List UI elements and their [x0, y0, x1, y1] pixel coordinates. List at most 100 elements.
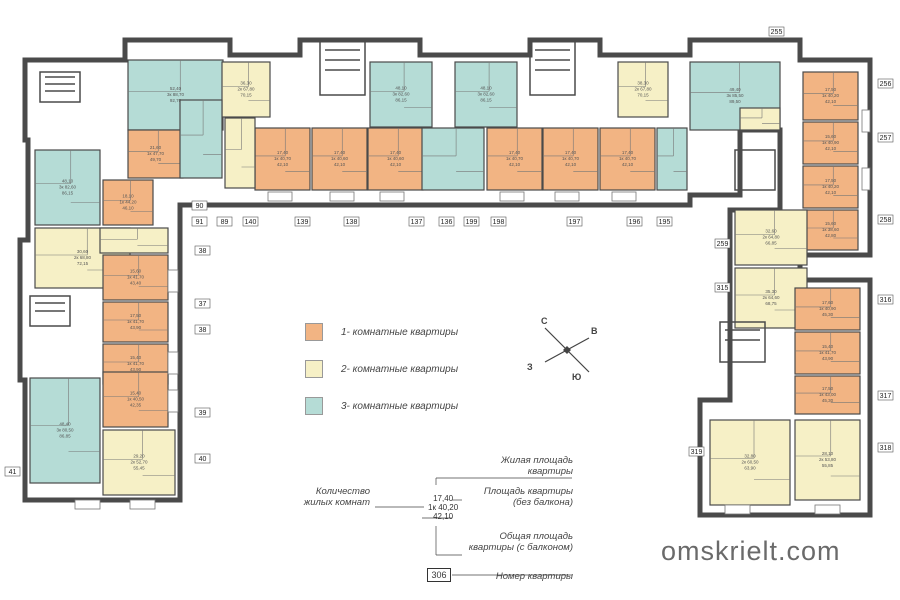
apartment-number-box — [194, 324, 211, 335]
legend-label: 2- комнатные квартиры — [341, 363, 459, 375]
apartment-number-box — [294, 216, 311, 227]
total-area-value: 43,40 — [130, 281, 142, 286]
apartment-number: 90 — [191, 200, 208, 211]
apartment-number: 258 — [877, 214, 894, 225]
room-partition — [795, 420, 860, 477]
apartment-two-room — [99, 227, 169, 254]
living-area-value: 28,10 — [822, 451, 834, 456]
balcony — [814, 504, 841, 515]
apartment-area-value: 1к 40,50 — [127, 397, 144, 402]
apartment-number-box — [438, 216, 455, 227]
balcony — [74, 499, 101, 510]
key-room-count: Количество жилых комнат — [303, 486, 370, 508]
balcony — [861, 109, 871, 133]
apartment-number-label: 195 — [659, 219, 671, 226]
apartment-area-value: 1к 47,70 — [147, 151, 164, 156]
room-partition — [128, 130, 183, 164]
room-partition — [103, 302, 168, 331]
apartment-number-label: 138 — [346, 219, 358, 226]
apartment-area-value: 1к 38,60 — [822, 227, 839, 232]
apartment-two-room — [224, 117, 256, 189]
apartment-area — [542, 127, 599, 191]
apartment-number: 138 — [343, 216, 360, 227]
key-sample-rooms: 1к — [428, 503, 436, 512]
apartment-number: 256 — [877, 78, 894, 89]
apartment-area — [179, 99, 223, 179]
apartment-number-label: 136 — [441, 219, 453, 226]
apartment-number-label: 90 — [196, 203, 204, 210]
apartment-area — [224, 117, 256, 189]
apartment-area — [254, 127, 311, 191]
apartment-number-label: 197 — [569, 219, 581, 226]
apartment-number: 257 — [877, 132, 894, 143]
apartment-number: 37 — [194, 298, 211, 309]
apartment-area — [486, 127, 543, 191]
living-area-value: 38,30 — [637, 81, 649, 86]
room-partition — [225, 118, 255, 168]
total-area-value: 45,30 — [822, 398, 834, 403]
total-area-value: 70,15 — [240, 93, 252, 98]
key-total-area: Общая площадь квартиры (с балконом) — [468, 531, 573, 553]
key-sample-living: 17,40 — [433, 494, 454, 503]
apartment-number: 315 — [714, 282, 731, 293]
living-area-value: 17,40 — [565, 150, 577, 155]
apartment-number: 89 — [216, 216, 233, 227]
room-partition — [657, 128, 687, 172]
apartment-number: 38 — [194, 245, 211, 256]
living-area-value: 17,50 — [825, 178, 837, 183]
total-area-value: 86,15 — [62, 191, 74, 196]
apartment-number-box — [4, 466, 21, 477]
apartment-number: 195 — [656, 216, 673, 227]
room-partition — [803, 72, 858, 106]
legend-two-room: 2- комнатные квартиры — [305, 360, 458, 378]
apartment-number-box — [714, 238, 731, 249]
compass-west: З — [527, 362, 533, 372]
room-partition — [618, 62, 668, 101]
stair-core — [529, 39, 576, 96]
stair-core — [39, 71, 81, 103]
apartment-area-value: 1к 40,70 — [619, 156, 636, 161]
apartment-area — [421, 127, 485, 191]
balcony — [167, 269, 179, 293]
apartment-number: 39 — [194, 407, 211, 418]
apartment-number: 38 — [194, 324, 211, 335]
apartment-number-label: 139 — [297, 219, 309, 226]
room-partition — [803, 122, 858, 152]
living-area-value: 52,40 — [170, 86, 182, 91]
apartment-area-value: 1к 40,60 — [331, 156, 348, 161]
total-area-value: 42,10 — [825, 146, 837, 151]
balcony — [379, 191, 405, 202]
apartment-number-box — [408, 216, 425, 227]
apartment-number-label: 38 — [199, 248, 207, 255]
apartment-area-value: 1к 40,70 — [562, 156, 579, 161]
room-partition — [100, 228, 168, 246]
living-area-value: 15,40 — [130, 355, 142, 360]
living-area-value: 48,10 — [62, 179, 74, 184]
apartment-area-value: 1к 40,70 — [274, 156, 291, 161]
living-area-value: 32,60 — [765, 229, 777, 234]
legend-label: 3- комнатные квартиры — [341, 400, 459, 412]
apartment-number-label: 255 — [771, 29, 783, 36]
room-partition — [103, 180, 153, 212]
stair-cores — [29, 39, 776, 363]
total-area-value: 43,90 — [130, 367, 142, 372]
apartment-number-box — [194, 298, 211, 309]
living-area-value: 48,10 — [395, 86, 407, 91]
apartment-area-value: 2к 67,80 — [635, 87, 652, 92]
room-partition — [312, 128, 367, 172]
living-area-value: 35,30 — [765, 289, 777, 294]
total-area-value: 86,85 — [59, 434, 71, 439]
